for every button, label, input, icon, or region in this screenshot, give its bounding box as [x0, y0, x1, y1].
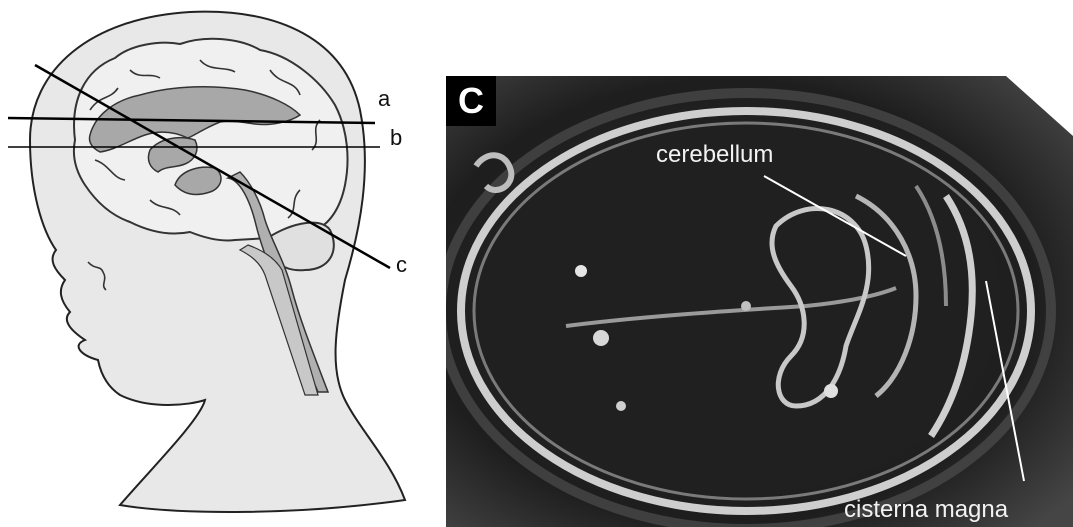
- panel-tag: C: [446, 76, 496, 126]
- head-sagittal-diagram: a b c: [0, 0, 420, 527]
- ultrasound-image: cerebellum cisterna magna C: [446, 76, 1073, 527]
- plane-c-label: c: [396, 252, 407, 277]
- ultrasound-drawing: cerebellum cisterna magna: [446, 76, 1073, 527]
- plane-b-label: b: [390, 125, 402, 150]
- cisterna-magna-label: cisterna magna: [844, 496, 1009, 523]
- plane-a-label: a: [378, 86, 391, 111]
- cerebellum-label: cerebellum: [656, 141, 773, 168]
